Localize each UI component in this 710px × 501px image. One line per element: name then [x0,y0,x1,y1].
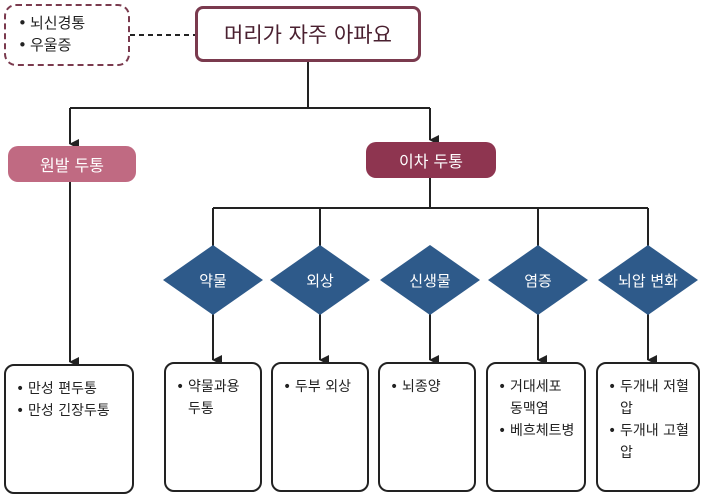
cause-diamond-drug: 약물 [163,245,263,315]
leaf-item: 뇌종양 [390,376,468,398]
cause-diamond-inflammation: 염증 [488,245,588,315]
diagram-title: 머리가 자주 아파요 [195,6,421,62]
cause-diamond-pressure: 뇌압 변화 [598,245,698,315]
note-item: 뇌신경통 [18,12,128,34]
leaf-item: 두개내 고혈압 [608,420,692,464]
leaf-item: 만성 긴장두통 [16,400,126,422]
leaf-item: 약물과용 두통 [176,376,254,420]
leaf-drug: 약물과용 두통 [164,362,262,492]
related-conditions-note: 뇌신경통 우울증 [4,4,130,66]
leaf-inflammation: 거대세포 동맥염 베흐체트병 [486,362,586,492]
cause-diamond-neoplasm: 신생물 [380,245,480,315]
cause-label: 뇌압 변화 [618,271,678,290]
leaf-item: 만성 편두통 [16,378,126,400]
secondary-headache-label: 이차 두통 [366,142,496,178]
primary-headache-label: 원발 두통 [8,146,136,182]
leaf-trauma: 두부 외상 [271,362,369,492]
cause-label: 외상 [306,271,334,290]
cause-diamond-trauma: 외상 [270,245,370,315]
cause-label: 신생물 [409,271,451,290]
leaf-item: 두개내 저혈압 [608,376,692,420]
cause-label: 염증 [524,271,552,290]
leaf-pressure: 두개내 저혈압 두개내 고혈압 [596,362,700,492]
leaf-item: 거대세포 동맥염 [498,376,578,420]
note-item: 우울증 [18,34,128,56]
leaf-neoplasm: 뇌종양 [378,362,476,492]
leaf-primary: 만성 편두통 만성 긴장두통 [4,364,134,494]
cause-label: 약물 [199,271,227,290]
leaf-item: 베흐체트병 [498,420,578,442]
leaf-item: 두부 외상 [283,376,361,398]
